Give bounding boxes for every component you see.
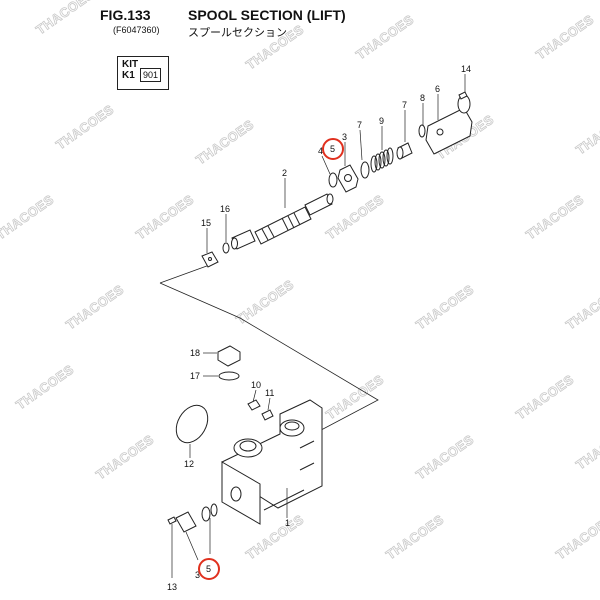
watermark-text: THACOES — [63, 282, 127, 333]
valve-body — [167, 345, 323, 533]
watermark-text: THACOES — [383, 512, 447, 563]
part-14-bolt — [458, 91, 468, 100]
leader-lines — [171, 74, 466, 578]
label-part-16: 16 — [220, 204, 230, 214]
watermark-text: THACOES — [93, 432, 157, 483]
label-part-15: 15 — [201, 218, 211, 228]
part-7-washer — [360, 161, 370, 179]
watermark-text: THACOES — [573, 422, 600, 473]
figure-code: (F6047360) — [113, 25, 160, 35]
highlight-circle-lower — [198, 558, 220, 580]
label-part-7: 7 — [402, 100, 407, 110]
spool-end — [304, 193, 333, 216]
watermark-text: THACOES — [563, 282, 600, 333]
label-part-4: 4 — [318, 146, 323, 156]
watermark-text: THACOES — [513, 372, 577, 423]
label-part-3: 3 — [342, 132, 347, 142]
label-part-1: 1 — [285, 518, 290, 528]
k1-label: K1 — [122, 70, 135, 81]
watermark-text: THACOES — [13, 362, 77, 413]
watermark-text: THACOES — [133, 192, 197, 243]
watermark-text: THACOES — [523, 192, 587, 243]
label-part-6: 6 — [435, 84, 440, 94]
part-10-plug — [247, 399, 261, 411]
part-2-spool — [254, 206, 312, 245]
part-6-cap — [425, 107, 473, 155]
watermark-text: THACOES — [533, 12, 597, 63]
part-16-ring — [222, 242, 230, 254]
part-3-plate-lower — [175, 511, 197, 533]
kit-label: KIT — [122, 59, 139, 70]
highlight-markers — [198, 138, 344, 580]
label-part-17: 17 — [190, 371, 200, 381]
watermark-text: THACOES — [323, 372, 387, 423]
label-part-5-upper: 5 — [330, 144, 335, 154]
part-8-ring — [418, 124, 426, 138]
label-part-13: 13 — [167, 582, 177, 592]
watermark-text: THACOES — [353, 12, 417, 63]
label-part-8: 8 — [420, 93, 425, 103]
part-5-oring-lower — [201, 506, 211, 522]
label-part-9: 9 — [379, 116, 384, 126]
label-part-2: 2 — [282, 168, 287, 178]
spool-assembly — [201, 91, 473, 268]
watermark-text: THACOES — [413, 282, 477, 333]
watermark-text: THACOES — [573, 107, 600, 158]
watermark-text: THACOES — [193, 117, 257, 168]
label-part-10: 10 — [251, 380, 261, 390]
japanese-title: スプールセクション — [188, 27, 287, 39]
part-12-oring — [175, 404, 209, 444]
label-part-18: 18 — [190, 348, 200, 358]
connection-line — [159, 282, 379, 439]
watermark-text: THACOES — [0, 192, 57, 243]
part-18-plug — [217, 345, 241, 367]
highlight-circle-upper — [322, 138, 344, 160]
part-13-bolt — [167, 516, 177, 525]
label-part-7b: 7 — [357, 120, 362, 130]
part-17-oring — [218, 371, 240, 381]
watermark-text: THACOES — [553, 512, 600, 563]
label-part-11: 11 — [265, 388, 274, 398]
watermark-text: THACOES — [33, 0, 97, 37]
part-labels: 14 6 8 7 9 7 3 4 2 16 15 18 17 10 11 12 … — [167, 64, 471, 592]
label-part-5-lower: 5 — [206, 564, 211, 574]
connection-line — [159, 262, 216, 284]
label-part-14: 14 — [461, 64, 471, 74]
part-9-spring — [370, 147, 394, 173]
k1-value: 901 — [140, 68, 162, 82]
watermark-text: THACOES — [53, 102, 117, 153]
watermark-text: THACOES — [413, 432, 477, 483]
label-part-3-lower: 3 — [195, 570, 200, 580]
kit-box: KIT K1 901 — [117, 56, 169, 90]
label-part-12: 12 — [184, 459, 194, 469]
figure-number: FIG.133 — [100, 7, 151, 23]
part-4-oring — [328, 172, 338, 188]
part-11-screw — [261, 409, 274, 421]
page-title: SPOOL SECTION (LIFT) — [188, 7, 346, 23]
